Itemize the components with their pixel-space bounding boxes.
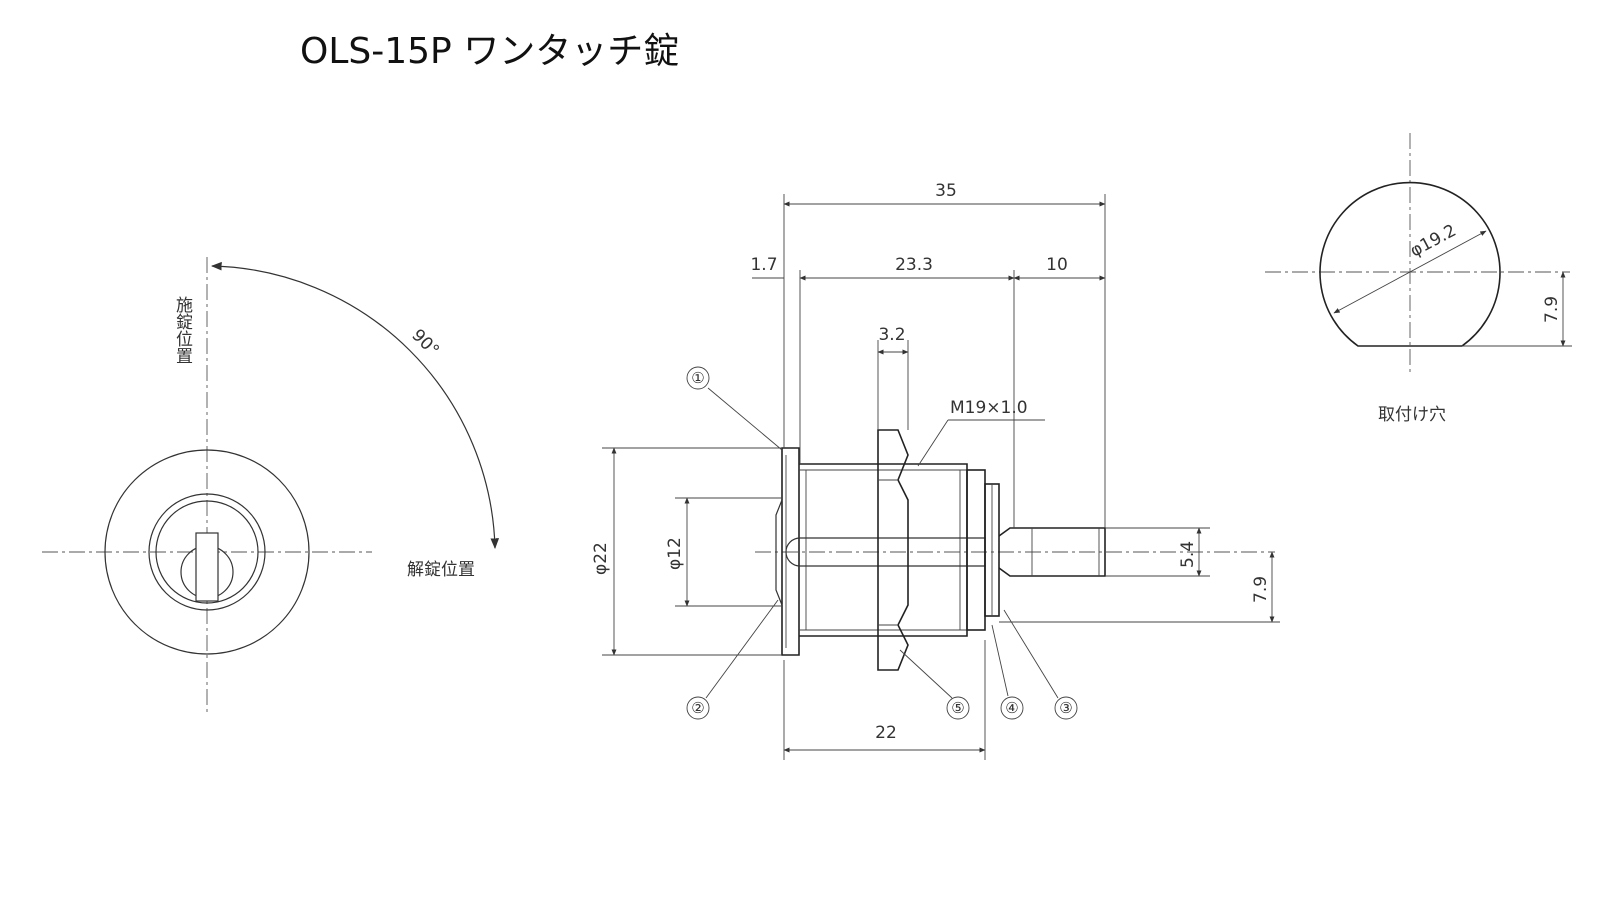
dim-shaft-dia-label: 5.4 [1178, 541, 1198, 568]
body [799, 463, 968, 637]
mounting-hole-view: φ19.2 7.9 取付け穴 [1265, 133, 1572, 425]
dim-hole-flat-label: 7.9 [1542, 296, 1562, 323]
dim-dia-body-label: φ12 [665, 537, 685, 570]
inner-pin [785, 537, 986, 567]
dim-hole-dia [1333, 230, 1487, 314]
part-5-circle [946, 696, 970, 720]
flange [781, 447, 800, 656]
dim-hole-dia-label: φ19.2 [1407, 221, 1460, 262]
part-3-circle [1054, 696, 1078, 720]
unlock-position-label: 解錠位置 [407, 560, 475, 580]
dim-dia-flange-label: φ22 [591, 542, 611, 575]
part-2-circle [686, 696, 710, 720]
cylinder-outer-circle [148, 493, 266, 611]
part-4-label: ④ [1005, 699, 1018, 717]
lock-position-label: 施錠位置 [172, 296, 193, 364]
part-1-label: ① [691, 369, 704, 387]
nut [877, 429, 909, 671]
dim-bottom-label: 22 [875, 723, 897, 743]
hole-outline [1319, 181, 1501, 347]
side-view: 35 1.7 23.3 10 3.2 M19×1.0 φ22 φ12 5.4 [591, 181, 1280, 760]
thread-label: M19×1.0 [950, 398, 1028, 418]
key-slot [195, 532, 219, 602]
dim-offset-label: 7.9 [1251, 576, 1271, 603]
front-view: 90° 施錠位置 解錠位置 [42, 257, 500, 712]
outer-flange-circle [104, 449, 310, 655]
angle-label: 90° [407, 325, 442, 360]
dim-overall-label: 35 [935, 181, 957, 201]
part-5-label: ⑤ [951, 699, 964, 717]
dim-shaft-label: 10 [1046, 255, 1068, 275]
rotation-arc [210, 261, 500, 550]
part-1-circle [686, 366, 710, 390]
shaft [998, 527, 1106, 577]
washer-4 [966, 469, 986, 631]
dim-nut-label: 3.2 [878, 325, 905, 345]
mounting-hole-caption: 取付け穴 [1378, 405, 1446, 425]
part-4-circle [1000, 696, 1024, 720]
page-title: OLS-15P ワンタッチ錠 [300, 31, 680, 72]
cylinder-inner-circle [155, 500, 259, 604]
part-3-label: ③ [1059, 699, 1072, 717]
dim-flange-label: 1.7 [750, 255, 777, 275]
part-2-label: ② [691, 699, 704, 717]
dim-body-label: 23.3 [895, 255, 933, 275]
key-face [775, 499, 783, 606]
